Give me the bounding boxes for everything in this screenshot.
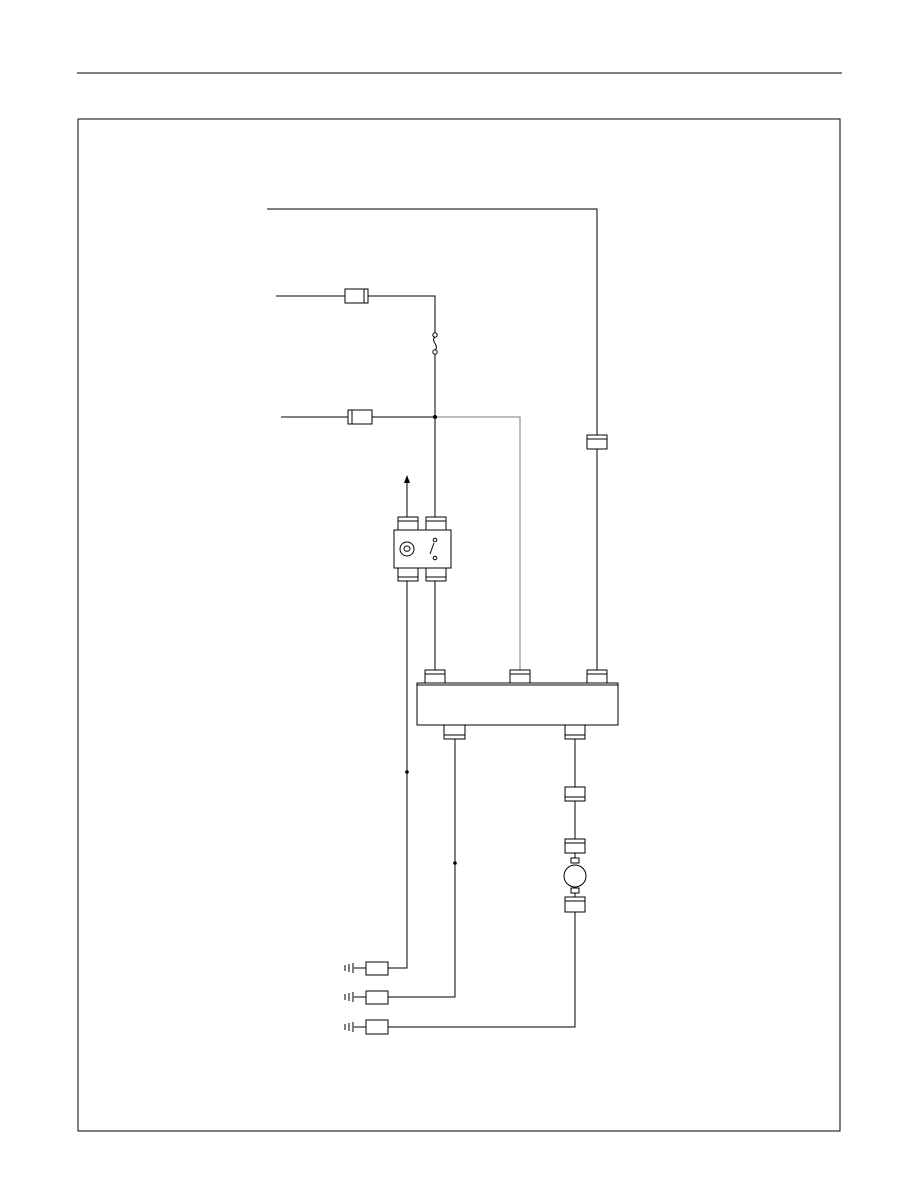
inline-connector <box>564 896 586 913</box>
feed-wire-top <box>267 208 598 670</box>
lamp-and-switch-icon <box>393 516 452 582</box>
feed-wire-third <box>281 416 521 670</box>
splice-dot <box>433 415 437 419</box>
ground-icon <box>344 990 389 1005</box>
feed-wire-fused <box>276 295 436 517</box>
diagram-frame <box>77 118 841 1132</box>
splice-dot <box>405 770 409 774</box>
ground-icon <box>344 1019 389 1035</box>
arrow-up-icon <box>404 475 410 517</box>
splice-dot <box>453 861 457 865</box>
ground-wire-2 <box>388 739 456 998</box>
fuse-icon <box>432 332 438 355</box>
ground-icon <box>344 961 389 976</box>
module-box <box>416 669 619 740</box>
motor-icon <box>563 853 587 897</box>
inline-connector <box>347 409 373 425</box>
inline-connector <box>344 288 369 304</box>
ground-wire-3 <box>388 912 576 1028</box>
ground-wire-1 <box>388 581 408 969</box>
inline-connector <box>564 786 586 802</box>
inline-connector <box>586 434 608 450</box>
inline-connector <box>564 838 586 854</box>
